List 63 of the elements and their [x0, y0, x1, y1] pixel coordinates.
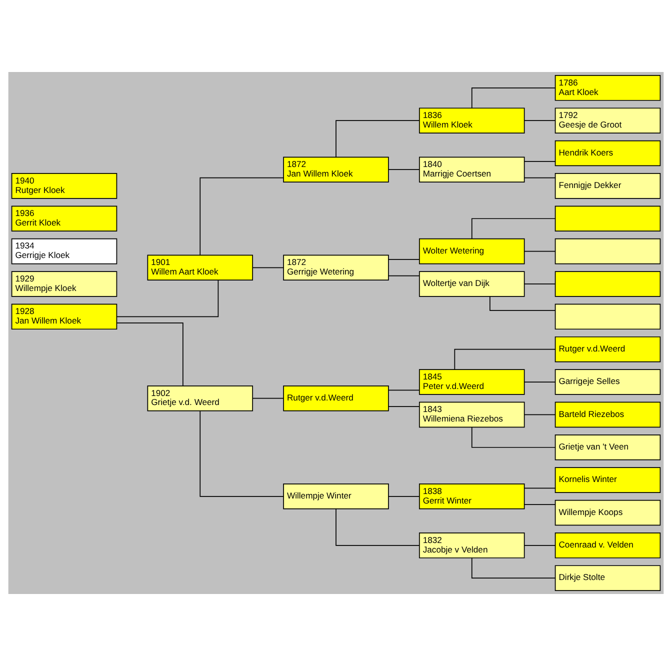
connector [524, 176, 556, 178]
node-box: 1786 Aart Kloek [554, 74, 661, 100]
node-box: 1934 Gerrigje Kloek [11, 238, 118, 264]
node-box: 1936 Gerrit Kloek [11, 205, 118, 232]
node-box: Rutger v.d.Weerd [554, 336, 661, 362]
connector [524, 414, 556, 415]
node-box: 1872 Jan Willem Kloek [283, 156, 389, 182]
connector [471, 426, 556, 448]
node-box: 1902 Grietje v.d. Weerd [147, 384, 254, 411]
connector [524, 160, 556, 162]
node-box: 1928 Jan Willem Kloek [11, 303, 118, 330]
node-box [554, 270, 661, 296]
node-box: 1840 Marrigje Coertsen [418, 156, 525, 182]
connector [388, 274, 420, 276]
node-box: 1836 Willem Kloek [418, 107, 525, 133]
connector [116, 279, 219, 317]
connector [454, 348, 556, 370]
node-box: 1838 Gerrit Winter [418, 483, 525, 509]
connector [388, 389, 420, 390]
node-box: Willempje Winter [283, 483, 389, 509]
node-box: Garrigeje Selles [554, 368, 661, 394]
connector [252, 397, 284, 398]
node-box: Kornelis Winter [554, 466, 661, 492]
connector [471, 218, 556, 239]
node-box: Rutger v.d.Weerd [283, 384, 389, 411]
node-box: Hendrik Koers [554, 140, 661, 166]
node-box: Dirkje Stolte [554, 564, 661, 590]
node-box: 1901 Willem Aart Kloek [147, 254, 254, 280]
node-box [554, 205, 661, 232]
connector [471, 557, 556, 578]
node-box: 1792 Geesje de Groot [554, 107, 661, 133]
node-box: 1940 Rutger Kloek [11, 172, 118, 198]
connector [200, 176, 284, 256]
node-box: Wolter Wetering [418, 238, 525, 264]
node-box: 1929 Willempje Kloek [11, 270, 118, 296]
node-box [554, 238, 661, 264]
connector [252, 266, 284, 268]
connector [388, 168, 420, 170]
connector [388, 495, 420, 496]
connector [336, 120, 420, 157]
connector [388, 258, 420, 260]
connector [524, 120, 556, 121]
node-box: Barteld Riezebos [554, 401, 661, 428]
connector [116, 322, 184, 386]
node-box: 1843 Willemiena Riezebos [418, 401, 525, 428]
node-box [554, 303, 661, 330]
node-box: Woltertje van Dijk [418, 270, 525, 296]
connector [524, 544, 556, 546]
node-box: 1832 Jacobje v Velden [418, 532, 525, 558]
node-box: Fennigje Dekker [554, 172, 661, 198]
node-box: 1845 Peter v.d.Weerd [418, 368, 525, 394]
connector [471, 86, 556, 108]
connector [524, 487, 556, 488]
node-box: 1872 Gerrigje Wetering [283, 254, 389, 280]
node-box: Willempje Koops [554, 499, 661, 526]
node-box: Coenraad v. Velden [554, 532, 661, 558]
connector [524, 283, 556, 284]
connector [490, 296, 556, 310]
connector [200, 410, 284, 496]
connector [336, 508, 420, 546]
connector [524, 250, 556, 252]
connector [524, 381, 556, 382]
node-box: Grietje van 't Veen [554, 434, 661, 460]
